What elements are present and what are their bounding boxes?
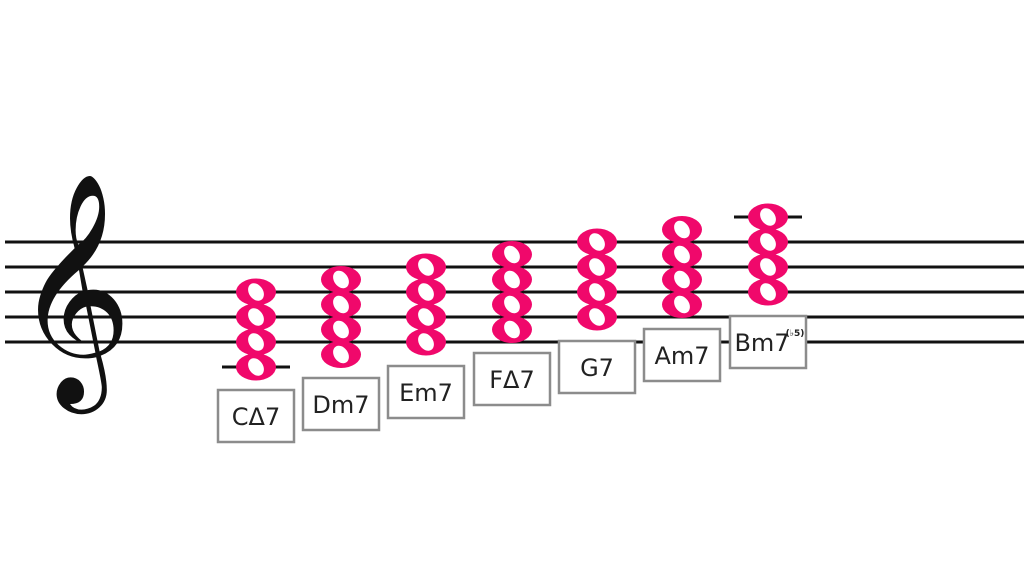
note-d5 — [748, 253, 788, 281]
chord-label-box — [216, 388, 296, 444]
note-e4 — [406, 328, 446, 356]
note-hollow — [504, 320, 520, 339]
note-d5 — [406, 253, 446, 281]
note-hollow — [589, 233, 605, 251]
note-f5 — [577, 228, 617, 256]
chord-label-box — [301, 376, 381, 432]
chord-label: Dm7 — [312, 391, 369, 419]
chord-6: Am7 — [642, 216, 722, 383]
note-b4 — [406, 278, 446, 306]
note-hollow — [674, 270, 690, 289]
note-hollow — [504, 270, 520, 289]
note-hollow — [760, 283, 776, 301]
note-a4 — [662, 291, 702, 318]
chord-label: Bm7 — [734, 329, 789, 357]
chord-label: G7 — [580, 354, 614, 382]
note-hollow — [333, 345, 349, 364]
note-hollow — [589, 283, 605, 301]
note-hollow — [333, 295, 349, 314]
chord-2: Dm7 — [301, 266, 381, 432]
note-hollow — [248, 283, 264, 301]
treble-clef-icon: 𝄞 — [14, 171, 132, 414]
note-d4 — [321, 341, 361, 368]
chord-5: G7 — [557, 228, 637, 395]
chord-label: FΔ7 — [489, 366, 535, 394]
note-g5 — [662, 216, 702, 243]
note-g4 — [577, 303, 617, 331]
note-e4 — [236, 328, 276, 356]
note-hollow — [248, 308, 264, 326]
chord-1: CΔ7 — [216, 278, 296, 444]
note-c5 — [321, 266, 361, 293]
note-e5 — [662, 241, 702, 268]
note-b4 — [236, 278, 276, 306]
chord-sequence: CΔ7 Dm7 Em7 FΔ7 G7 Am7 Bm7(♭5) — [216, 203, 808, 444]
chord-label-superscript: (♭5) — [786, 329, 805, 339]
note-hollow — [674, 245, 690, 264]
note-a4 — [321, 291, 361, 318]
chord-label-box — [642, 327, 722, 383]
note-a5 — [748, 203, 788, 231]
note-b4 — [577, 278, 617, 306]
note-hollow — [504, 295, 520, 314]
note-hollow — [418, 283, 434, 301]
chord-7: Bm7(♭5) — [728, 203, 808, 370]
chord-label: Am7 — [654, 342, 709, 370]
note-hollow — [418, 258, 434, 276]
note-hollow — [504, 245, 520, 264]
note-hollow — [760, 208, 776, 226]
note-a4 — [492, 291, 532, 318]
note-hollow — [333, 270, 349, 289]
note-f5 — [748, 228, 788, 256]
note-hollow — [333, 320, 349, 339]
note-hollow — [760, 233, 776, 251]
note-g4 — [236, 303, 276, 331]
note-f4 — [321, 316, 361, 343]
note-c5 — [492, 266, 532, 293]
chord-label: CΔ7 — [232, 403, 280, 431]
note-b4 — [748, 278, 788, 306]
note-hollow — [248, 358, 264, 376]
chord-label-box — [728, 314, 808, 370]
chord-label-box — [557, 339, 637, 395]
note-f4 — [492, 316, 532, 343]
note-hollow — [589, 308, 605, 326]
chord-label-box — [386, 364, 466, 420]
chord-label-box — [472, 351, 552, 407]
note-d5 — [577, 253, 617, 281]
note-hollow — [760, 258, 776, 276]
note-hollow — [418, 333, 434, 351]
chord-3: Em7 — [386, 253, 466, 420]
note-hollow — [418, 308, 434, 326]
note-c5 — [662, 266, 702, 293]
note-hollow — [248, 333, 264, 351]
note-c4 — [236, 353, 276, 381]
note-hollow — [674, 295, 690, 314]
note-hollow — [589, 258, 605, 276]
chord-label: Em7 — [399, 379, 453, 407]
note-e5 — [492, 241, 532, 268]
chord-4: FΔ7 — [472, 241, 552, 407]
note-hollow — [674, 220, 690, 239]
note-g4 — [406, 303, 446, 331]
